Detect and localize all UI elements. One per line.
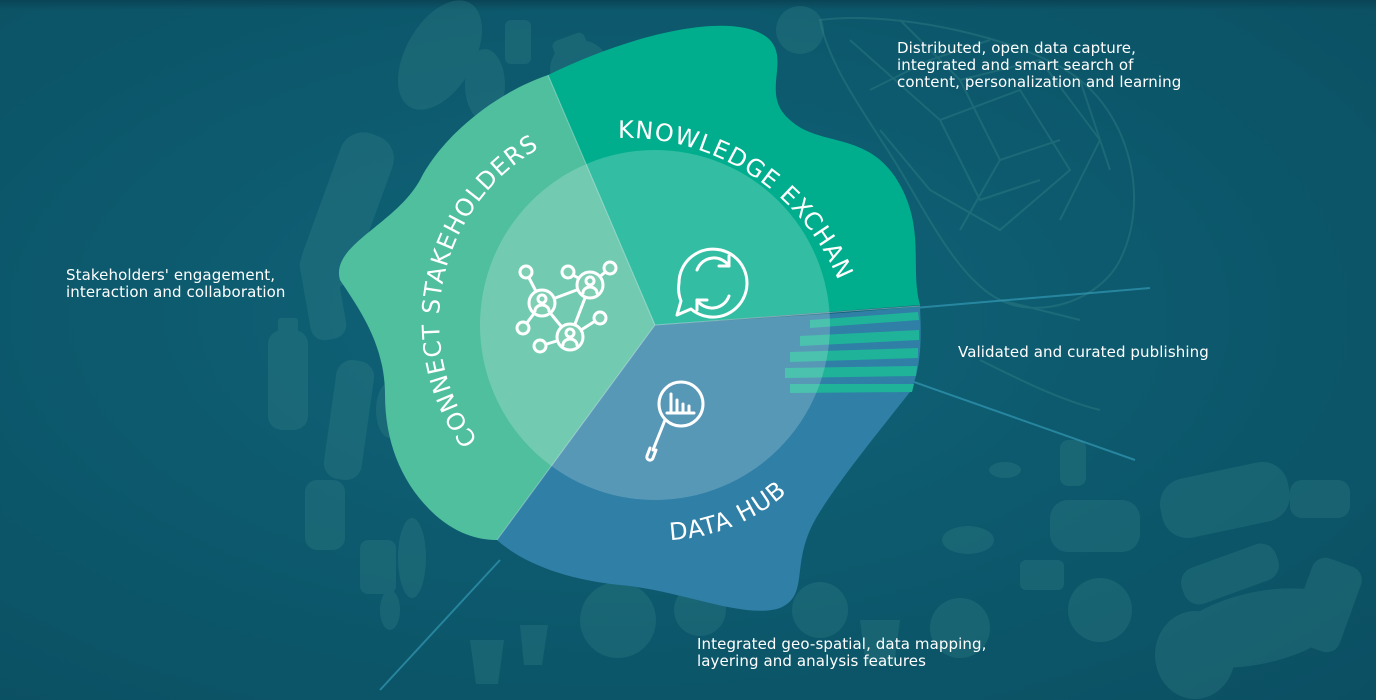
description-knowledge-exchange: Distributed, open data capture, integrat…	[897, 39, 1182, 91]
segment-data-hub[interactable]	[497, 308, 921, 611]
segment-connect-stakeholders[interactable]	[338, 75, 655, 540]
description-publishing: Validated and curated publishing	[958, 343, 1209, 361]
network-people-icon	[515, 260, 618, 354]
segment-knowledge-exchange[interactable]	[548, 25, 920, 325]
chat-sync-icon	[675, 247, 749, 319]
magnifier-chart-icon	[645, 380, 705, 462]
description-data-hub: Integrated geo-spatial, data mapping, la…	[697, 635, 987, 670]
description-connect-stakeholders: Stakeholders' engagement, interaction an…	[66, 266, 286, 301]
inner-circle	[480, 150, 830, 500]
